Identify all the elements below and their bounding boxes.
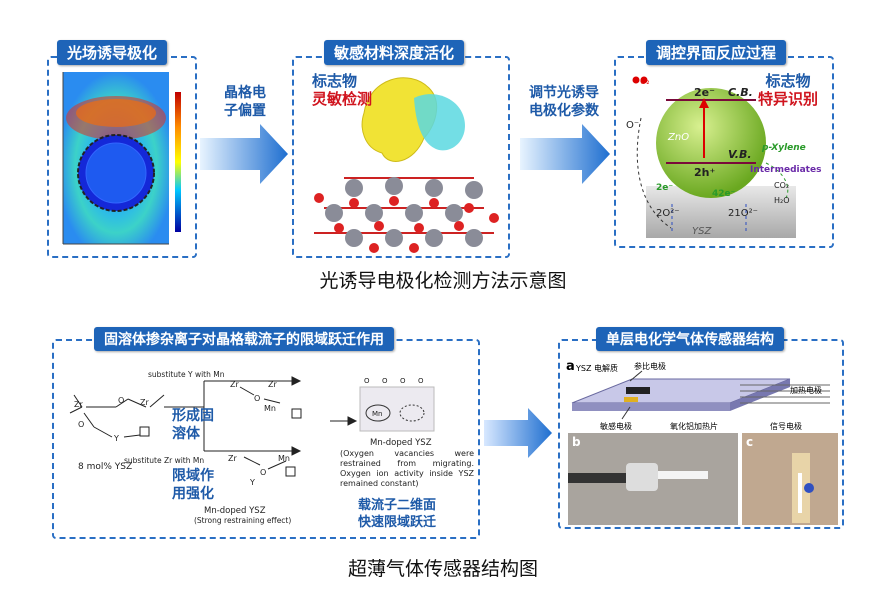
panel-solid-solution: Zr Zr O O Y Zr Zr O Mn Zr Mn O Y 8 mol% … [52,327,480,539]
marker-label: 标志物 灵敏检测 [312,72,373,108]
strong-effect-label: (Strong restraining effect) [194,516,291,525]
panel-title: 单层电化学气体传感器结构 [596,327,784,351]
oxide-label-21: 21O²⁻ [728,208,758,219]
heater-plate-label: 氧化铝加热片 [670,422,718,431]
o-atom: O [118,396,124,405]
o-atom: O [260,468,266,477]
label-c: c [746,435,754,449]
substitute-zr-label: substitute Zr with Mn [124,456,204,465]
o-atom: O [78,420,84,429]
mn-atom: Mn [372,410,382,418]
mn-atom: Mn [264,404,276,413]
electrolyte-label: YSZ 电解质 [576,364,618,373]
sensor-photo-b: b [568,433,738,525]
panel-title: 固溶体掺杂离子对晶格载流子的限域跃迁作用 [94,327,394,351]
electron-label-42: 42e⁻ [712,189,736,199]
svg-text:O: O [418,377,424,385]
electron-label-2: 2e⁻ [656,183,673,193]
crystal-structure-image [314,77,499,253]
doping-scheme: Zr Zr O O Y Zr Zr O Mn Zr Mn O Y 8 mol% … [69,370,435,525]
arrow-right-icon [484,408,552,458]
y-atom: Y [249,478,255,487]
mn-ysz-left-label: Mn-doped YSZ [204,506,266,516]
sensor-diagram [571,370,830,420]
heating-electrode-label: 加热电极 [790,386,822,395]
solid-solution-label: 形成固 溶体 [172,408,214,442]
panel-interface-reaction: O₂ O⁻ 2e⁻ C.B. ZnO V.B. 2h⁺ p-Xylene Int… [614,40,834,248]
signal-electrode-label: 信号电极 [770,422,802,431]
zr-atom: Zr [268,380,277,389]
hole-label: 2h⁺ [694,166,715,179]
o2-label: O₂ [640,77,650,86]
zr-atom: Zr [74,400,83,409]
carrier-hop-label: 载流子二维面 快速限域跃迁 [358,498,437,530]
panel-material-activation: 标志物 灵敏检测 敏感材料深度活化 [292,40,510,258]
svg-text:O: O [364,377,370,385]
panel-light-polarization: 光场诱导极化 [47,40,197,258]
bottom-caption: 超薄气体传感器结构图 [347,558,538,580]
panel-title: 光场诱导极化 [57,40,168,65]
panel-title: 调控界面反应过程 [646,40,787,65]
xylene-label: p-Xylene [761,143,806,153]
reference-electrode-label: 参比电极 [634,362,666,371]
co2-label: CO₂ [774,181,789,190]
svg-text:O: O [400,377,406,385]
confinement-label: 限域作 用强化 [172,468,214,502]
ysz-label: 8 mol% YSZ [78,462,132,472]
field-simulation-image [62,72,181,245]
zno-label: ZnO [667,132,689,143]
o-atom: O [254,394,260,403]
zr-atom: Zr [228,454,237,463]
conduction-band-label: C.B. [728,86,753,99]
ysz-label: YSZ [692,226,712,237]
electron-label: 2e⁻ [694,86,715,99]
zr-atom: Zr [140,398,149,407]
panel-title: 敏感材料深度活化 [324,40,465,65]
oxide-label-2: 2O²⁻ [656,208,680,219]
zr-atom: Zr [230,380,239,389]
arrow1-text: 晶格电 子偏置 [224,85,266,119]
o-minus-label: O⁻ [626,120,639,131]
arrow-right-icon [520,124,610,184]
marker-label: 标志物 特异识别 [758,72,819,108]
zno-band-diagram: O₂ O⁻ 2e⁻ C.B. ZnO V.B. 2h⁺ p-Xylene Int… [626,76,821,238]
oxygen-note: (Oxygen vacancies were restrained from m… [340,449,474,488]
mn-ysz-right-label: Mn-doped YSZ [370,438,432,448]
top-caption: 光诱导电极化检测方法示意图 [319,270,567,292]
y-atom: Y [113,434,119,443]
label-a: a [566,359,575,374]
h2o-label: H₂O [774,196,790,205]
substitute-y-label: substitute Y with Mn [148,370,225,379]
svg-text:O: O [382,377,388,385]
valence-band-label: V.B. [728,148,752,161]
mn-atom: Mn [278,454,290,463]
arrow2-text: 调节光诱导 电极化参数 [529,85,599,119]
label-b: b [572,435,581,449]
arrow-right-icon [200,124,288,184]
panel-sensor-structure: a YSZ 电解质 参比电极 加热电极 敏感电极 氧化铝加热片 信号电极 b c… [558,327,844,529]
sensing-electrode-label: 敏感电极 [600,422,632,431]
intermediates-label: Intermediates [750,165,821,175]
sensor-photo-c: c [742,433,838,525]
